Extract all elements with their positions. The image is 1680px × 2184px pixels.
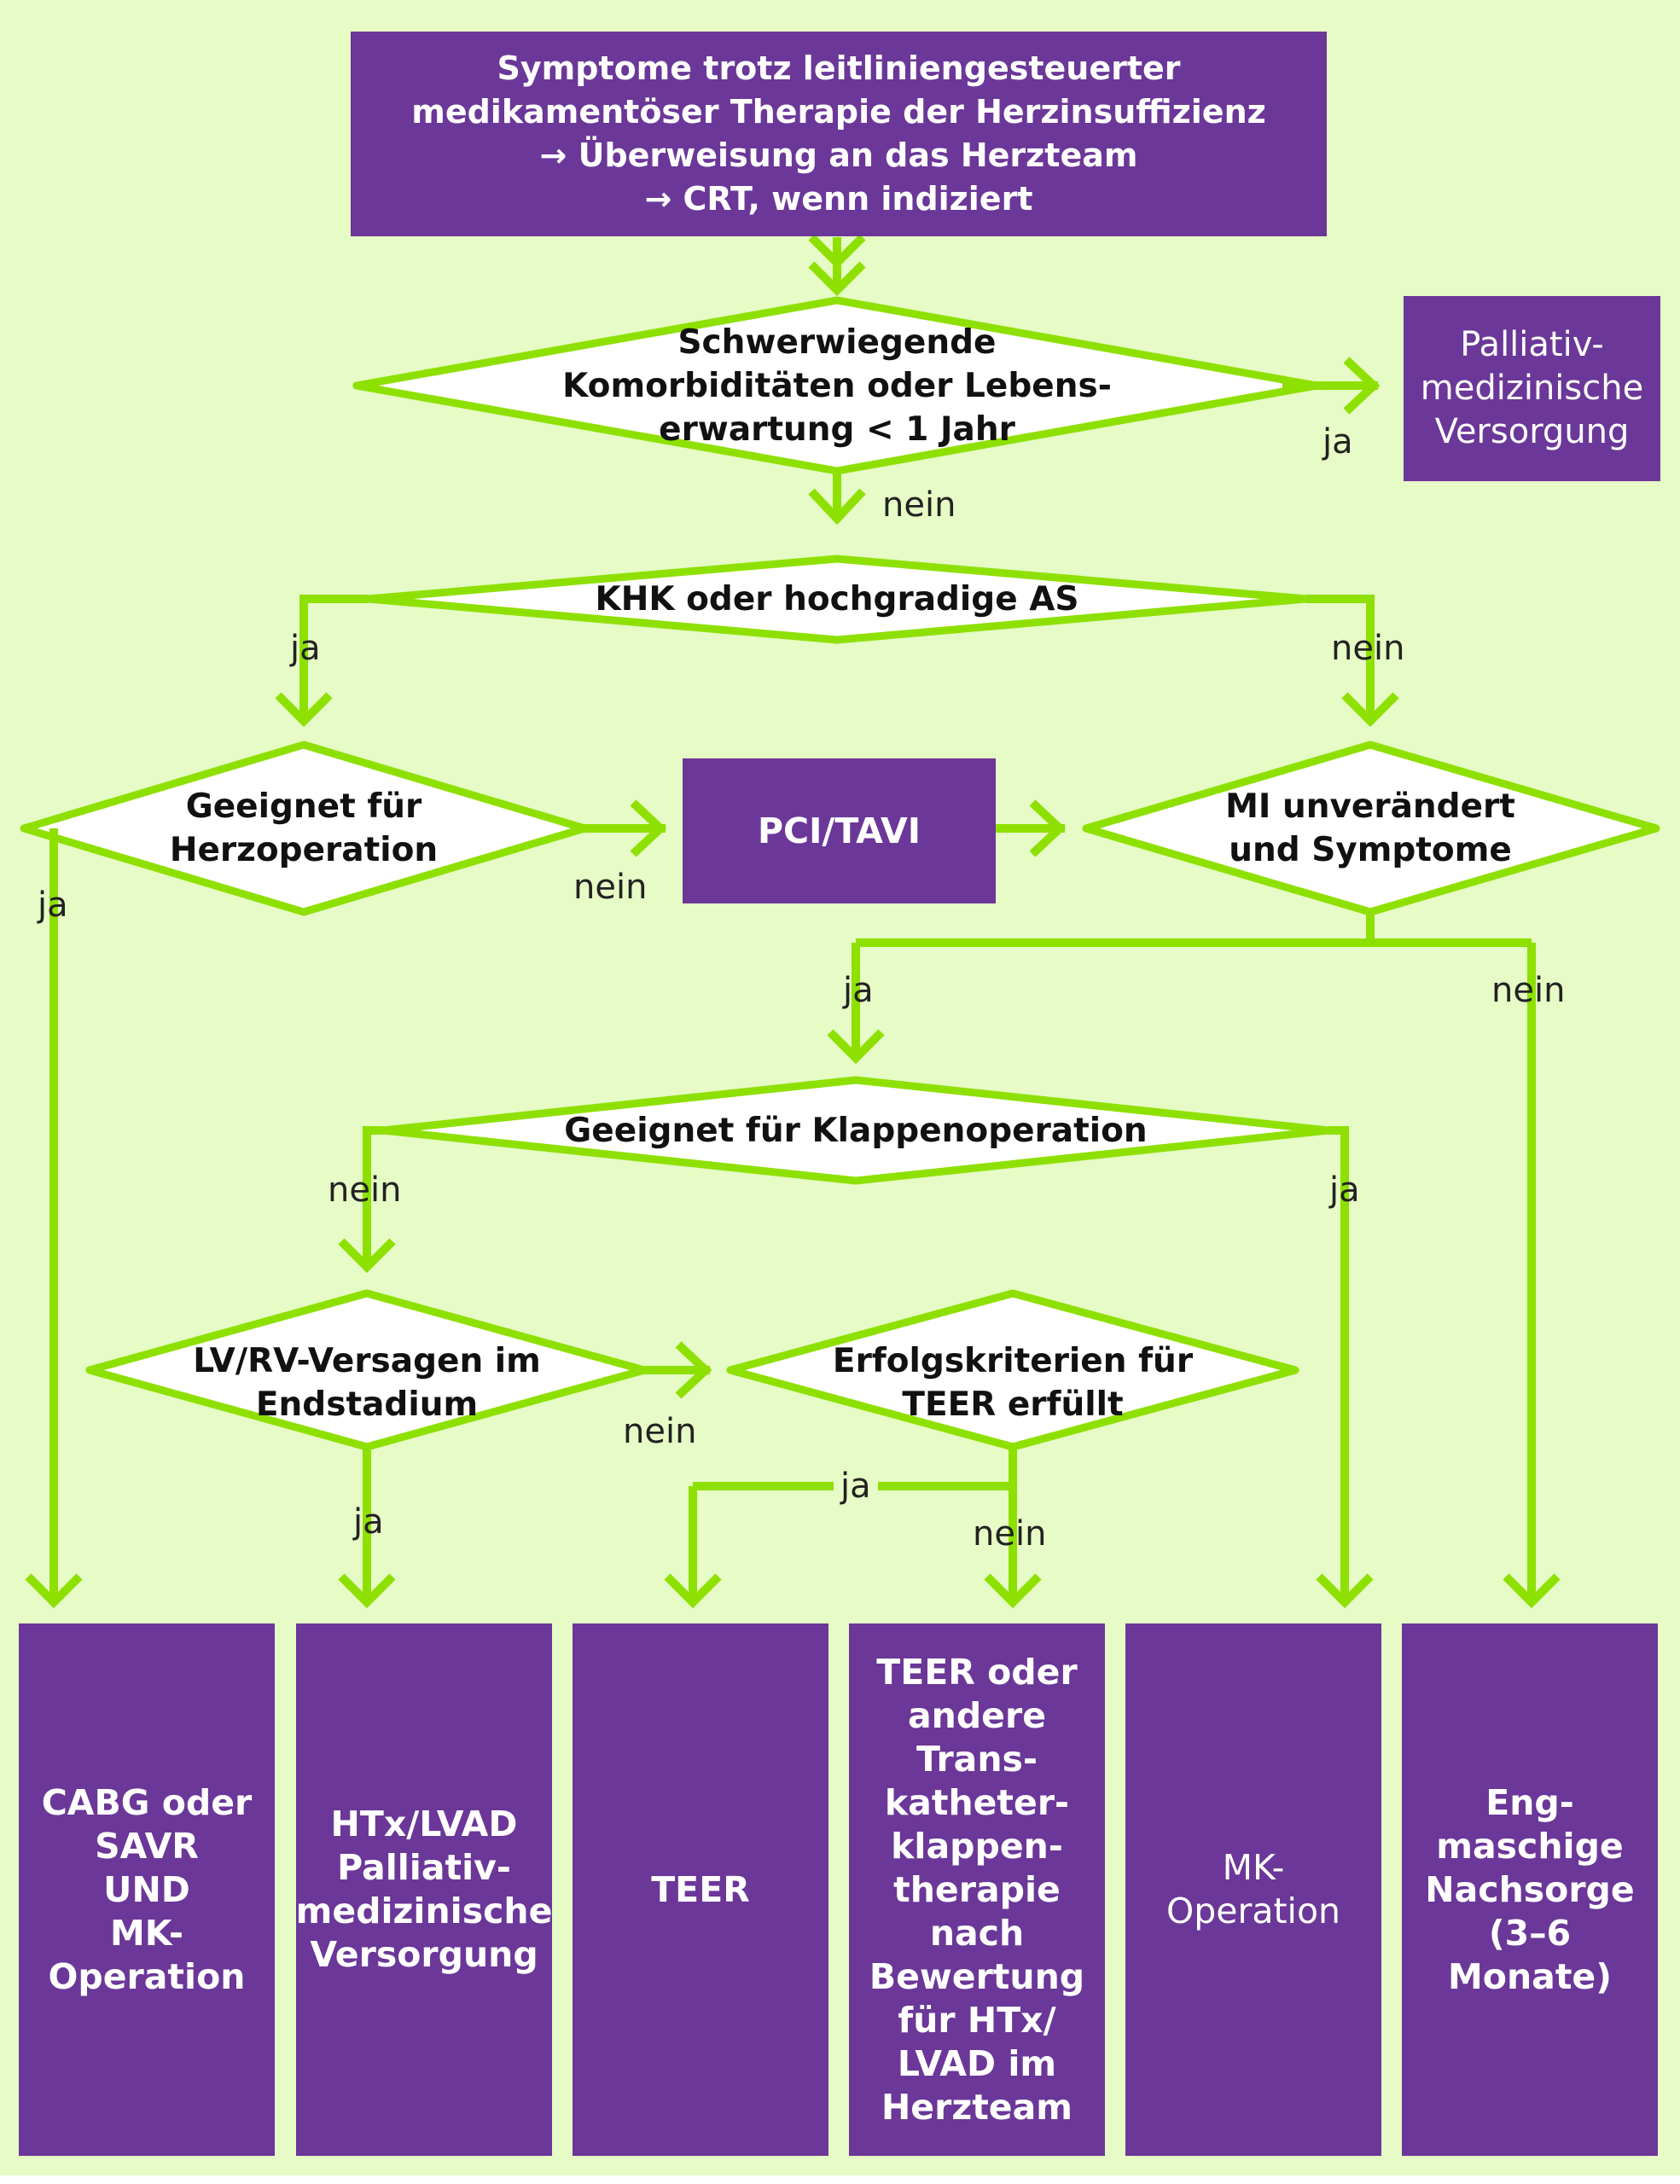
connector-mi-branch (852, 912, 1536, 1600)
connector-valve-yes (1328, 1126, 1349, 1600)
label-valve-no: nein (328, 1170, 402, 1210)
arrowhead-to-teer-question (675, 1341, 712, 1399)
arrowhead-valve-no (338, 1238, 396, 1274)
label-lvrv-yes: ja (353, 1502, 384, 1542)
arrowhead-to-mk (1316, 1573, 1374, 1609)
outcome-htx-lvad: HTx/LVAD Palliativ- medizinische Versorg… (296, 1623, 552, 2156)
arrowhead-to-transcatheter (984, 1573, 1042, 1609)
label-mi-no: nein (1491, 971, 1566, 1010)
outcome-follow-up: Eng- maschige Nachsorge (3–6 Monate) (1402, 1623, 1658, 2156)
decision-surgery-diamond (20, 741, 589, 916)
comorbid-question: Schwerwiegende Komorbiditäten oder Leben… (562, 322, 1112, 449)
arrowhead-to-followup (1503, 1573, 1561, 1609)
label-mi-yes: ja (843, 971, 874, 1010)
connector-khk-yes (299, 595, 369, 717)
surgery-question: Geeignet für Herzoperation (169, 787, 439, 869)
label-khk-no: nein (1331, 629, 1405, 668)
arrowhead-khk-yes (275, 692, 333, 728)
outcome-teer: TEER (573, 1623, 828, 2156)
label-teer-yes: ja (834, 1466, 878, 1507)
connector-khk-no (1305, 595, 1375, 717)
outcome-transcatheter: TEER oder andere Trans- katheter- klappe… (849, 1623, 1105, 2156)
label-valve-yes: ja (1329, 1170, 1360, 1210)
arrowhead-to-khk (808, 488, 866, 526)
label-comorbid-no: nein (882, 485, 956, 525)
decision-khk-diamond (364, 555, 1310, 644)
connector-valve-no (363, 1126, 383, 1267)
khk-question: KHK oder hochgradige AS (595, 579, 1079, 619)
palliative-box: Palliativ- medizinische Versorgung (1404, 296, 1660, 481)
arrowhead-mi-yes (827, 1029, 885, 1065)
arrowhead-to-teer (664, 1573, 722, 1609)
outcome-mk-operation: MK- Operation (1125, 1623, 1381, 2156)
teer-question: Erfolgskriterien für TEER erfüllt (832, 1342, 1194, 1424)
arrowhead-to-cabg (25, 1573, 83, 1609)
label-surgery-yes: ja (38, 886, 68, 925)
label-teer-no: nein (973, 1514, 1047, 1554)
decision-valve-diamond (379, 1076, 1333, 1185)
arrowhead-to-comorbid (808, 234, 866, 297)
label-surgery-no: nein (573, 868, 648, 907)
valve-question: Geeignet für Klappenoperation (564, 1111, 1148, 1150)
arrowhead-khk-no (1341, 692, 1399, 728)
label-lvrv-no: nein (623, 1412, 697, 1451)
label-khk-yes: ja (290, 629, 321, 668)
arrowhead-to-pci (630, 799, 667, 857)
arrowhead-to-mi (1029, 799, 1067, 857)
start-box: Symptome trotz leitliniengesteuerter med… (351, 32, 1327, 236)
arrowhead-to-palliative (1343, 357, 1381, 415)
pci-tavi-box: PCI/TAVI (683, 758, 996, 903)
arrowhead-to-htx (338, 1573, 396, 1609)
lvrv-question: LV/RV-Versagen im Endstadium (193, 1342, 541, 1424)
label-comorbid-yes: ja (1322, 422, 1353, 462)
outcome-cabg-savr: CABG oder SAVR UND MK- Operation (19, 1623, 275, 2156)
mi-question: MI unverändert und Symptome (1225, 787, 1515, 869)
